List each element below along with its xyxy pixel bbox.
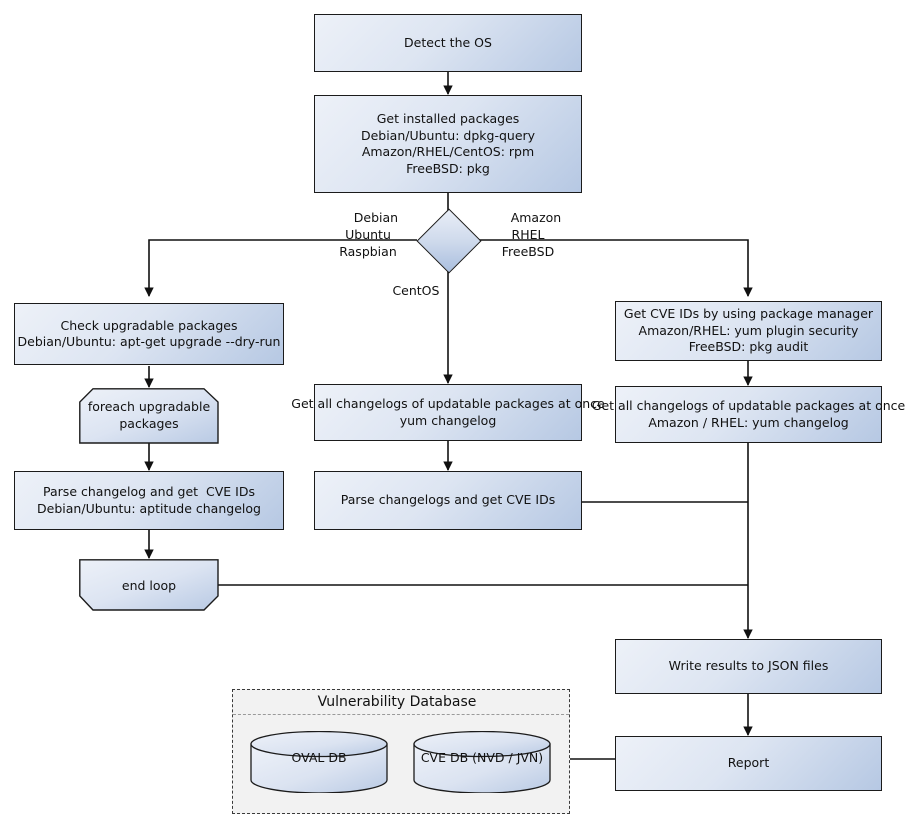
node-get-installed-packages[interactable]: Get installed packages Debian/Ubuntu: dp… (314, 95, 582, 193)
node-write-results-json-label: Write results to JSON files (668, 658, 829, 674)
node-parse-changelogs-centos[interactable]: Parse changelogs and get CVE IDs (314, 471, 582, 530)
node-write-results-json[interactable]: Write results to JSON files (615, 639, 882, 694)
database-oval-db[interactable] (250, 731, 388, 793)
node-end-loop-label: end loop (121, 577, 177, 593)
edge-label-left-branch: Debian Ubuntu Raspbian (318, 193, 418, 277)
database-oval-db-label-wrap: OVAL DB (250, 750, 388, 765)
node-foreach-loop-label: foreach upgradable packages (87, 399, 211, 431)
database-cve-db[interactable] (413, 731, 551, 793)
node-changelogs-centos[interactable]: Get all changelogs of updatable packages… (291, 384, 605, 441)
node-parse-changelog-debian[interactable]: Parse changelog and get CVE IDs Debian/U… (14, 471, 284, 530)
node-get-cve-package-manager[interactable]: Get CVE IDs by using package manager Ama… (615, 301, 882, 361)
node-changelogs-rhel[interactable]: Get all changelogs of updatable packages… (592, 386, 905, 443)
node-parse-changelog-debian-label: Parse changelog and get CVE IDs Debian/U… (37, 484, 261, 516)
node-detect-os-label: Detect the OS (404, 34, 492, 50)
foreach-loop-outline (79, 388, 219, 444)
node-get-installed-packages-label: Get installed packages Debian/Ubuntu: dp… (360, 111, 536, 176)
node-changelogs-centos-label: Get all changelogs of updatable packages… (291, 396, 605, 428)
edge-label-down-branch: CentOS (368, 266, 448, 317)
edge-label-right-branch-text: Amazon RHEL FreeBSD (501, 209, 562, 259)
database-cve-db-label: CVE DB (NVD / JVN) (420, 750, 544, 765)
edge-label-left-branch-text: Debian Ubuntu Raspbian (339, 209, 399, 259)
node-changelogs-rhel-label: Get all changelogs of updatable packages… (591, 398, 906, 430)
vulnerability-database-title-text: Vulnerability Database (317, 694, 477, 710)
node-check-upgradable-label: Check upgradable packages Debian/Ubuntu:… (17, 317, 281, 350)
end-loop-outline (79, 559, 219, 611)
node-check-upgradable[interactable]: Check upgradable packages Debian/Ubuntu:… (14, 303, 284, 365)
node-end-loop[interactable]: end loop (79, 559, 219, 611)
edge-label-down-branch-text: CentOS (392, 282, 440, 298)
edge-label-right-branch: Amazon RHEL FreeBSD (478, 193, 578, 277)
database-oval-db-label: OVAL DB (291, 750, 347, 765)
edge-decision-left (144, 239, 417, 297)
node-report-label: Report (727, 755, 770, 771)
node-foreach-loop[interactable]: foreach upgradable packages (79, 388, 219, 444)
edge-decision-right (479, 239, 753, 297)
node-detect-os[interactable]: Detect the OS (314, 14, 582, 72)
vulnerability-database-title: Vulnerability Database (232, 694, 562, 710)
database-cve-db-label-wrap: CVE DB (NVD / JVN) (413, 750, 551, 765)
node-parse-changelogs-centos-label: Parse changelogs and get CVE IDs (340, 492, 556, 508)
node-report[interactable]: Report (615, 736, 882, 791)
group-header-divider (233, 714, 569, 715)
node-get-cve-package-manager-label: Get CVE IDs by using package manager Ama… (623, 306, 874, 355)
